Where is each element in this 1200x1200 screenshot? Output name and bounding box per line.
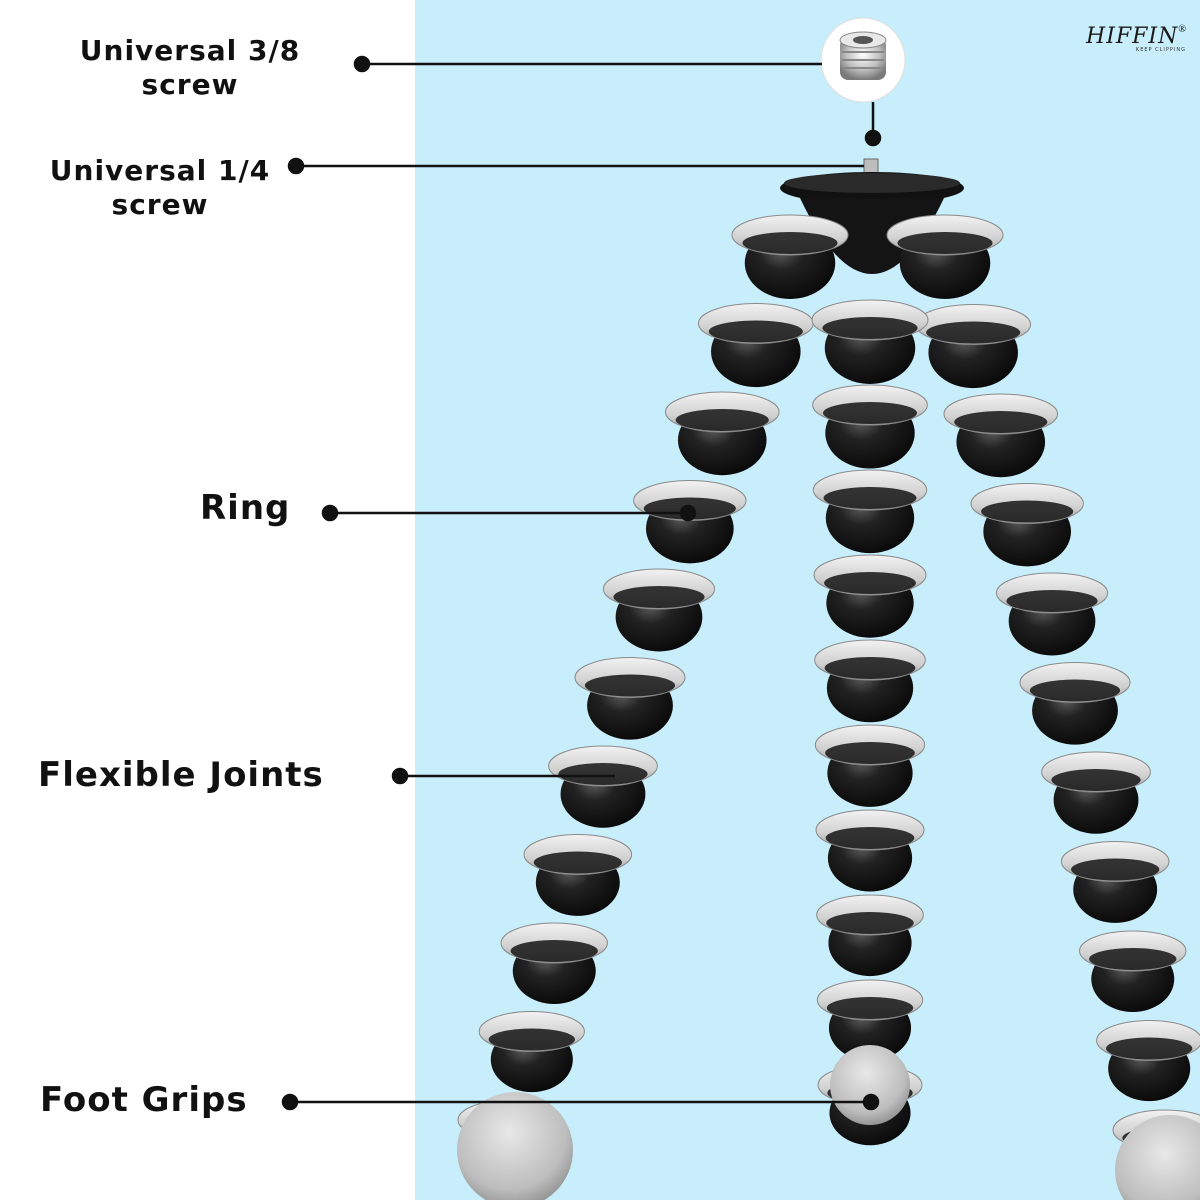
leg-ring-shadow xyxy=(510,940,598,962)
foot-grip xyxy=(830,1045,910,1125)
leg-ring-shadow xyxy=(613,586,705,608)
tripod-leg-right xyxy=(886,214,1200,1200)
screw-adapter-icon xyxy=(820,17,906,103)
leg-ring-shadow xyxy=(825,742,915,764)
leg-ring-shadow xyxy=(675,409,769,431)
label-universal-38-line2: screw xyxy=(141,67,239,101)
leg-ring-shadow xyxy=(708,320,803,343)
brand-name: HIFFIN xyxy=(1086,24,1179,49)
foot-grip xyxy=(1115,1115,1200,1200)
callout-lines xyxy=(281,55,882,1111)
leg-ring-shadow xyxy=(1051,769,1141,791)
leg-ring-shadow xyxy=(826,997,914,1019)
label-universal-38-screw: Universal 3/8 screw xyxy=(55,34,325,101)
label-universal-14-line2: screw xyxy=(111,187,209,221)
leg-ring-shadow xyxy=(1071,858,1160,881)
callout-screw-38 xyxy=(353,55,822,73)
leg-ring-shadow xyxy=(926,321,1021,344)
foot-grip xyxy=(457,1092,573,1200)
leg-ring-shadow xyxy=(1006,590,1098,612)
registered-mark: ® xyxy=(1178,24,1186,35)
label-universal-38-line1: Universal 3/8 xyxy=(79,34,301,67)
leg-ring-shadow xyxy=(1089,948,1177,970)
label-foot-grips: Foot Grips xyxy=(40,1080,248,1120)
tripod-leg-center xyxy=(811,299,929,1146)
label-flexible-joints: Flexible Joints xyxy=(38,755,324,795)
callout-screw-38-link xyxy=(864,102,882,147)
leg-ring-shadow xyxy=(825,827,915,849)
leg-ring-shadow xyxy=(558,763,648,785)
tripod-leg-left xyxy=(457,214,849,1200)
leg-ring-shadow xyxy=(954,411,1048,433)
leg-ring-shadow xyxy=(533,851,622,874)
leg-ring-shadow xyxy=(742,232,838,254)
white-panel xyxy=(0,0,415,1200)
callout-flexible-joints xyxy=(391,767,615,785)
leg-ring-shadow xyxy=(1106,1037,1193,1060)
callout-ring xyxy=(321,504,697,522)
leg-ring-shadow xyxy=(897,232,993,254)
leg-ring-shadow xyxy=(823,487,917,509)
brand-tagline: KEEP CLIPPING xyxy=(1135,47,1186,53)
callout-screw-14 xyxy=(287,157,864,175)
flexible-tripod-legs xyxy=(457,214,1200,1200)
label-universal-14-line1: Universal 1/4 xyxy=(49,154,271,187)
leg-ring-shadow xyxy=(1029,679,1121,702)
leg-ring-shadow xyxy=(822,317,918,339)
leg-ring-shadow xyxy=(826,912,914,934)
leg-ring-shadow xyxy=(981,500,1074,523)
leg-ring-shadow xyxy=(824,572,916,594)
leg-ring-shadow xyxy=(824,657,916,679)
leg-ring-shadow xyxy=(584,674,676,697)
callout-foot-grips xyxy=(281,1093,880,1111)
label-universal-14-screw: Universal 1/4 screw xyxy=(25,154,295,221)
leg-ring-shadow xyxy=(822,402,918,424)
leg-ring-shadow xyxy=(488,1028,575,1051)
brand-logo: HIFFIN® KEEP CLIPPING xyxy=(1086,24,1186,53)
label-ring: Ring xyxy=(200,488,291,528)
